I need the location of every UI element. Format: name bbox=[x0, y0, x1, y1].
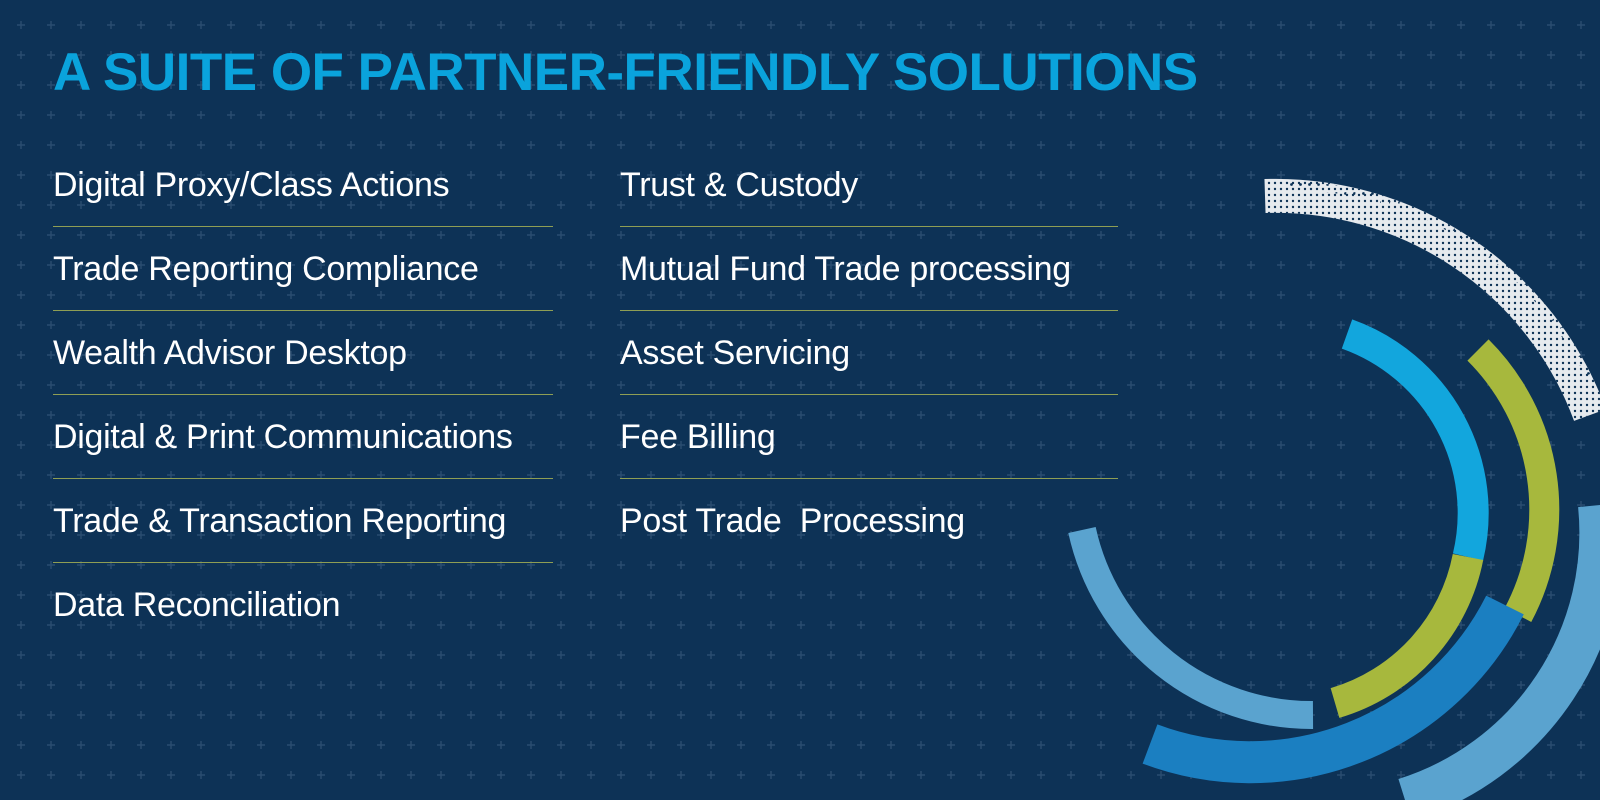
concentric-arcs-graphic bbox=[1068, 178, 1600, 800]
list-item: Wealth Advisor Desktop bbox=[53, 311, 553, 395]
page-title: A SUITE OF PARTNER-FRIENDLY SOLUTIONS bbox=[53, 43, 1198, 102]
green-arc-outer bbox=[1467, 339, 1560, 623]
list-item: Asset Servicing bbox=[620, 311, 1118, 395]
dotted-arc bbox=[1264, 178, 1600, 421]
green-arc-inner bbox=[1330, 553, 1484, 718]
list-item: Post Trade Processing bbox=[620, 502, 965, 540]
light-blue-arc bbox=[1068, 526, 1314, 730]
right-solutions-list: Trust & Custody Mutual Fund Trade proces… bbox=[620, 143, 1118, 563]
list-item: Trust & Custody bbox=[620, 143, 1118, 227]
list-item: Fee Billing bbox=[620, 395, 1118, 479]
list-item: Mutual Fund Trade processing bbox=[620, 227, 1118, 311]
list-item: Trade Reporting Compliance bbox=[53, 227, 553, 311]
list-item: Digital Proxy/Class Actions bbox=[53, 143, 553, 227]
list-item: Trade & Transaction Reporting bbox=[53, 479, 553, 563]
list-item: Digital & Print Communications bbox=[53, 395, 553, 479]
outer-light-blue-arc bbox=[1398, 505, 1600, 800]
list-item: Data Reconciliation bbox=[53, 586, 341, 624]
cyan-arc bbox=[1341, 319, 1489, 561]
left-solutions-list: Digital Proxy/Class Actions Trade Report… bbox=[53, 143, 553, 647]
blue-arc bbox=[1142, 595, 1524, 784]
